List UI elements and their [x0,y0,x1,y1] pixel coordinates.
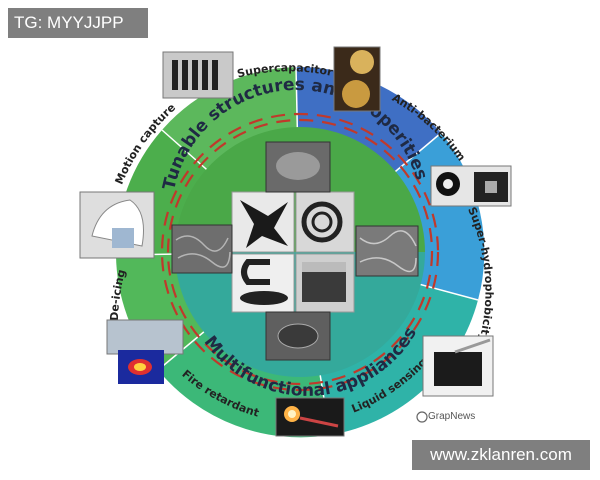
star-shape-icon [240,200,288,248]
photo-liquid-sensing [422,335,494,397]
sem-image-left [171,224,233,274]
central-image-grid [171,141,419,361]
photo-supercapacitor [162,51,234,99]
photo-de-icing [106,319,184,384]
photo-motion-capture [79,191,155,259]
outer-photos [79,46,512,437]
watermark-top-left: TG: MYYJJPP [8,8,148,38]
dashed-ring [160,112,440,392]
sem-image-right [355,225,419,277]
photo-anti-bacterium [333,46,381,112]
photo-fire-retardant [275,397,345,437]
photo-super-hydrophobicity [430,165,512,207]
source-badge: GrapNews [428,411,476,422]
watermark-bottom-right: www.zklanren.com [412,440,590,470]
coil-spring-icon [301,201,343,243]
c-shape-icon [241,259,270,285]
grapnews-icon [416,411,428,423]
